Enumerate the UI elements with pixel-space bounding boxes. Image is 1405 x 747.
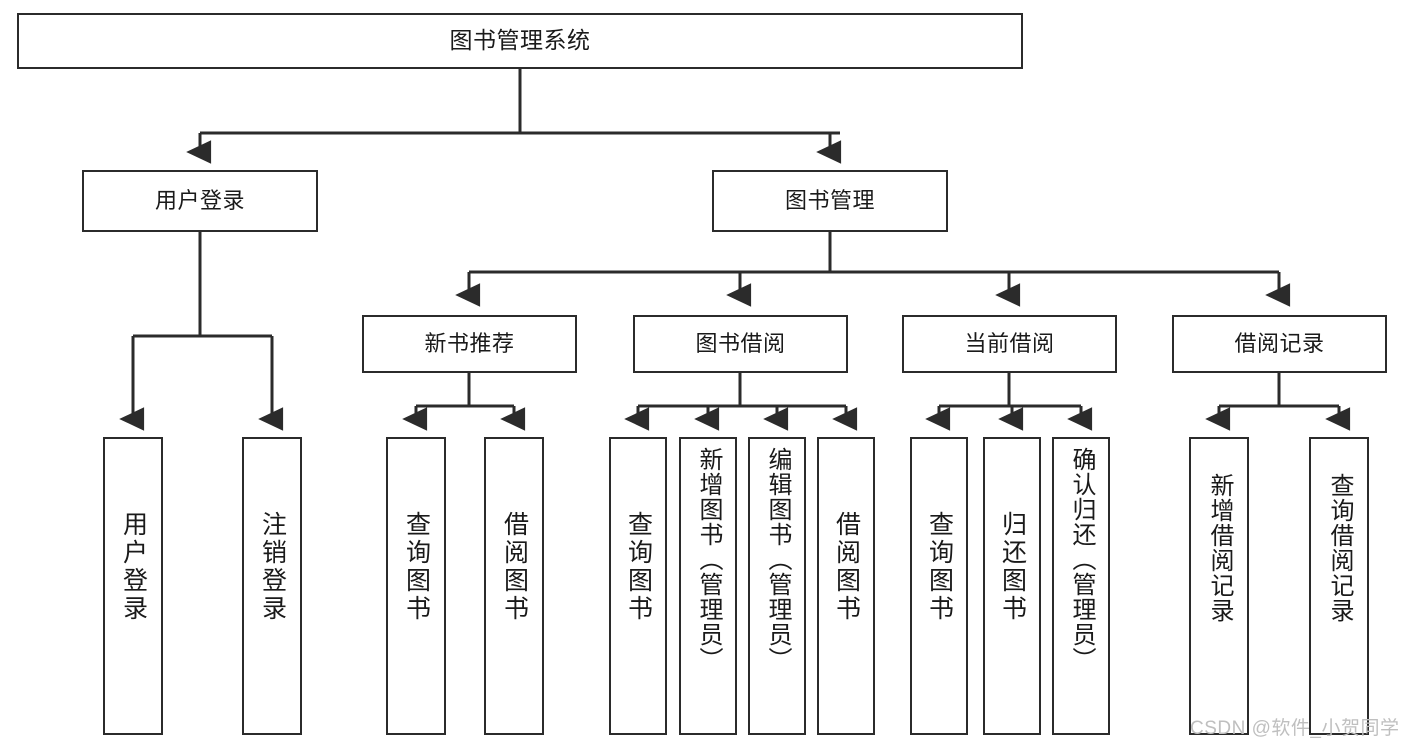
csdn-watermark: CSDN @软件_小贺同学 (1190, 718, 1400, 739)
node-book-borrow-label: 图书借阅 (695, 330, 786, 356)
node-book-manage-label: 图书管理 (784, 187, 875, 213)
leaf-query-record-label: 查询借阅记录 (1326, 473, 1353, 623)
leaf-query-book-1[interactable]: 查询图书 (386, 437, 446, 735)
node-new-book-rec[interactable]: 新书推荐 (362, 315, 577, 373)
leaf-return-book-label: 归还图书 (998, 511, 1027, 623)
leaf-user-login-label: 用户登录 (119, 511, 148, 623)
leaf-return-book[interactable]: 归还图书 (983, 437, 1041, 735)
leaf-edit-book-label: 编辑图书（管理员） (764, 447, 791, 672)
node-book-borrow[interactable]: 图书借阅 (633, 315, 848, 373)
leaf-query-book-3-label: 查询图书 (925, 511, 954, 623)
leaf-borrow-book-1[interactable]: 借阅图书 (484, 437, 544, 735)
leaf-borrow-book-1-label: 借阅图书 (500, 511, 529, 623)
leaf-add-book[interactable]: 新增图书（管理员） (679, 437, 737, 735)
leaf-query-book-2[interactable]: 查询图书 (609, 437, 667, 735)
leaf-query-book-3[interactable]: 查询图书 (910, 437, 968, 735)
leaf-confirm-return-label: 确认归还（管理员） (1068, 447, 1095, 672)
leaf-query-book-2-label: 查询图书 (624, 511, 653, 623)
node-root[interactable]: 图书管理系统 (17, 13, 1023, 69)
node-new-book-rec-label: 新书推荐 (424, 330, 515, 356)
leaf-query-book-1-label: 查询图书 (402, 511, 431, 623)
node-borrow-record-label: 借阅记录 (1234, 330, 1325, 356)
leaf-add-record[interactable]: 新增借阅记录 (1189, 437, 1249, 735)
leaf-logout-label: 注销登录 (258, 511, 287, 623)
leaf-add-record-label: 新增借阅记录 (1206, 473, 1233, 623)
node-user-login[interactable]: 用户登录 (82, 170, 318, 232)
node-borrow-record[interactable]: 借阅记录 (1172, 315, 1387, 373)
node-current-borrow[interactable]: 当前借阅 (902, 315, 1117, 373)
leaf-confirm-return[interactable]: 确认归还（管理员） (1052, 437, 1110, 735)
leaf-borrow-book-2-label: 借阅图书 (832, 511, 861, 623)
leaf-add-book-label: 新增图书（管理员） (695, 447, 722, 672)
node-user-login-label: 用户登录 (154, 187, 245, 213)
leaf-borrow-book-2[interactable]: 借阅图书 (817, 437, 875, 735)
leaf-user-login[interactable]: 用户登录 (103, 437, 163, 735)
leaf-logout[interactable]: 注销登录 (242, 437, 302, 735)
node-current-borrow-label: 当前借阅 (964, 330, 1055, 356)
node-root-label: 图书管理系统 (449, 27, 591, 54)
node-book-manage[interactable]: 图书管理 (712, 170, 948, 232)
leaf-edit-book[interactable]: 编辑图书（管理员） (748, 437, 806, 735)
leaf-query-record[interactable]: 查询借阅记录 (1309, 437, 1369, 735)
